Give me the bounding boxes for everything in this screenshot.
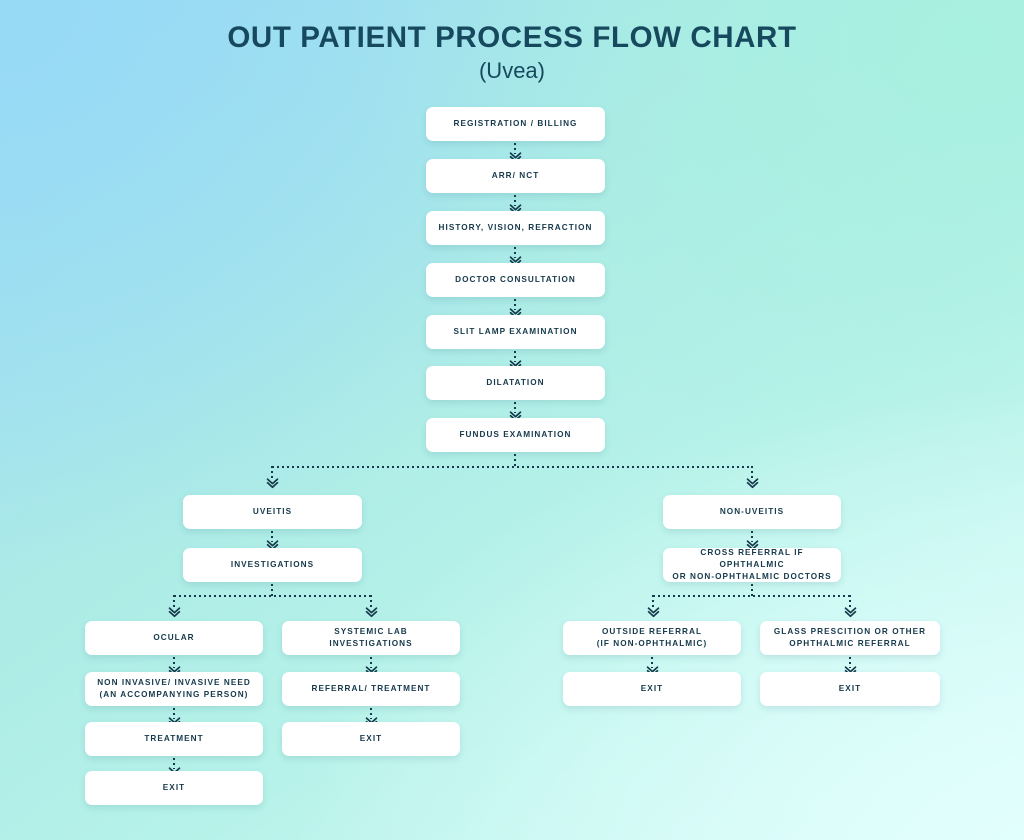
connector-n4-n5 xyxy=(514,299,516,310)
connector-n17-n18 xyxy=(751,531,753,542)
node-label: ARR/ NCT xyxy=(491,170,540,180)
connector-split-to-non-uveitis xyxy=(751,466,753,480)
node-label: HISTORY, VISION, REFRACTION xyxy=(438,222,593,232)
connector-n2-n3 xyxy=(514,195,516,206)
connector-n6-n7 xyxy=(514,402,516,413)
connector-n21-n22 xyxy=(849,657,851,668)
connector-n15-n16 xyxy=(370,708,372,719)
node-label: OUTSIDE REFERRAL (IF NON-OPHTHALMIC) xyxy=(596,626,708,648)
node-slit-lamp-examination[interactable]: SLIT LAMP EXAMINATION xyxy=(426,315,605,349)
node-exit-glass-prescition[interactable]: EXIT xyxy=(760,672,940,706)
connector-n18-split-bar xyxy=(653,595,851,597)
connector-n8-n9 xyxy=(271,531,273,542)
page-title-block: OUT PATIENT PROCESS FLOW CHART (Uvea) xyxy=(0,22,1024,84)
node-label: EXIT xyxy=(162,782,186,792)
node-label: SYSTEMIC LAB INVESTIGATIONS xyxy=(329,626,413,648)
arrowhead-icon xyxy=(168,607,181,618)
node-systemic-lab-investigations[interactable]: SYSTEMIC LAB INVESTIGATIONS xyxy=(282,621,460,655)
node-label: NON-UVEITIS xyxy=(719,506,785,516)
node-label: INVESTIGATIONS xyxy=(230,559,315,569)
arrowhead-icon xyxy=(746,478,759,489)
connector-split-to-ocular xyxy=(173,595,175,609)
connector-n9-split-bar xyxy=(174,595,372,597)
connector-split-to-outside-referral xyxy=(652,595,654,609)
page-subtitle: (Uvea) xyxy=(478,57,545,83)
node-label: EXIT xyxy=(359,733,383,743)
node-label: EXIT xyxy=(640,683,664,693)
connector-split-to-uveitis xyxy=(271,466,273,480)
node-exit-ocular[interactable]: EXIT xyxy=(85,771,263,805)
connector-n9-split-stem xyxy=(271,584,273,596)
arrowhead-icon xyxy=(365,607,378,618)
node-treatment[interactable]: TREATMENT xyxy=(85,722,263,756)
page-title: OUT PATIENT PROCESS FLOW CHART xyxy=(227,21,797,54)
node-uveitis[interactable]: UVEITIS xyxy=(183,495,362,529)
connector-n3-n4 xyxy=(514,247,516,258)
node-cross-referral[interactable]: CROSS REFERRAL IF OPHTHALMIC OR NON-OPHT… xyxy=(663,548,841,582)
node-label: SLIT LAMP EXAMINATION xyxy=(453,326,578,336)
node-exit-outside-referral[interactable]: EXIT xyxy=(563,672,741,706)
node-exit-systemic[interactable]: EXIT xyxy=(282,722,460,756)
node-label: FUNDUS EXAMINATION xyxy=(459,429,572,439)
connector-n19-n20 xyxy=(651,657,653,668)
connector-n12-n13 xyxy=(173,758,175,769)
node-dilatation[interactable]: DILATATION xyxy=(426,366,605,400)
node-outside-referral[interactable]: OUTSIDE REFERRAL (IF NON-OPHTHALMIC) xyxy=(563,621,741,655)
connector-n1-n2 xyxy=(514,143,516,154)
node-label: DILATATION xyxy=(486,377,545,387)
connector-n7-split-stem xyxy=(514,454,516,467)
node-doctor-consultation[interactable]: DOCTOR CONSULTATION xyxy=(426,263,605,297)
connector-n10-n11 xyxy=(173,657,175,668)
node-investigations[interactable]: INVESTIGATIONS xyxy=(183,548,362,582)
node-label: TREATMENT xyxy=(144,733,204,743)
connector-n5-n6 xyxy=(514,351,516,362)
node-label: REGISTRATION / BILLING xyxy=(453,118,578,128)
node-non-uveitis[interactable]: NON-UVEITIS xyxy=(663,495,841,529)
arrowhead-icon xyxy=(647,607,660,618)
node-label: UVEITIS xyxy=(252,506,293,516)
connector-n18-split-stem xyxy=(751,584,753,596)
connector-n7-split-bar xyxy=(272,466,753,468)
arrowhead-icon xyxy=(844,607,857,618)
node-label: OCULAR xyxy=(153,632,195,642)
node-label: GLASS PRESCITION OR OTHER OPHTHALMIC REF… xyxy=(773,626,927,648)
node-fundus-examination[interactable]: FUNDUS EXAMINATION xyxy=(426,418,605,452)
arrowhead-icon xyxy=(266,478,279,489)
connector-split-to-glass-prescition xyxy=(849,595,851,609)
node-label: CROSS REFERRAL IF OPHTHALMIC OR NON-OPHT… xyxy=(672,547,832,582)
node-label: NON INVASIVE/ INVASIVE NEED (AN ACCOMPAN… xyxy=(97,677,251,699)
node-non-invasive-invasive-need[interactable]: NON INVASIVE/ INVASIVE NEED (AN ACCOMPAN… xyxy=(85,672,263,706)
node-arr-nct[interactable]: ARR/ NCT xyxy=(426,159,605,193)
node-label: DOCTOR CONSULTATION xyxy=(455,274,576,284)
connector-n14-n15 xyxy=(370,657,372,668)
node-referral-treatment[interactable]: REFERRAL/ TREATMENT xyxy=(282,672,460,706)
node-glass-prescition[interactable]: GLASS PRESCITION OR OTHER OPHTHALMIC REF… xyxy=(760,621,940,655)
node-history-vision-refraction[interactable]: HISTORY, VISION, REFRACTION xyxy=(426,211,605,245)
connector-n11-n12 xyxy=(173,708,175,719)
connector-split-to-systemic-lab xyxy=(370,595,372,609)
node-label: REFERRAL/ TREATMENT xyxy=(311,683,431,693)
node-registration-billing[interactable]: REGISTRATION / BILLING xyxy=(426,107,605,141)
node-ocular[interactable]: OCULAR xyxy=(85,621,263,655)
node-label: EXIT xyxy=(838,683,862,693)
